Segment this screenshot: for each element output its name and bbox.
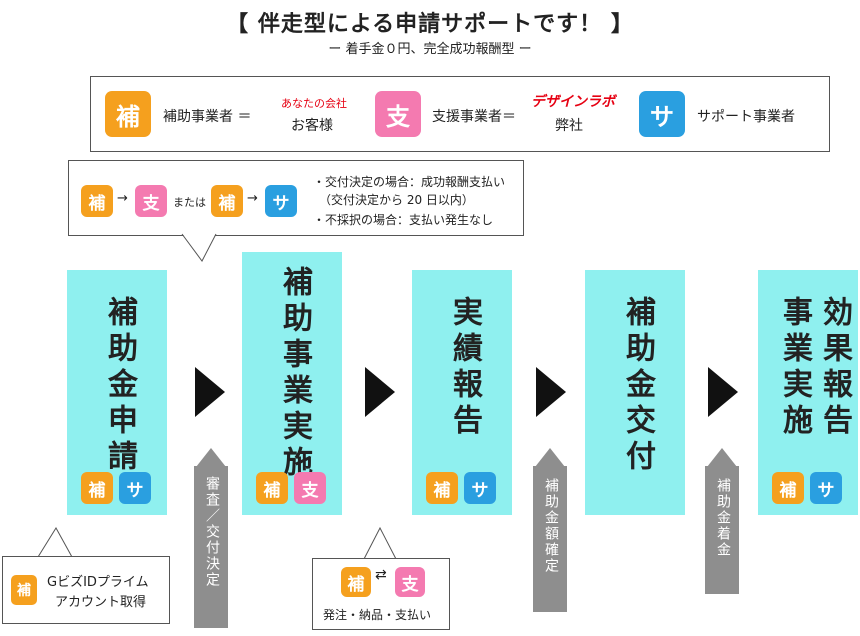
hojo-badge: 補: [426, 472, 458, 504]
company-label: 弊社: [555, 118, 583, 134]
callout-pointer: [181, 233, 217, 262]
step-label: 実績報告: [447, 296, 482, 440]
step-label: 補助金交付: [620, 296, 655, 476]
hojo-badge: 補: [81, 472, 113, 504]
gray-pointer: [707, 448, 737, 467]
payment-line-2: （交付決定から 20 日以内）: [319, 193, 474, 207]
legend-box: 補 補助事業者 ＝ あなたの会社 お客様 支 支援事業者＝ デザインラボ 弊社 …: [90, 76, 830, 152]
review-decision-label: 審査／交付決定: [194, 466, 228, 628]
step-subsidy-application: 補助金申請 補 サ: [67, 270, 167, 515]
payment-line-3: ・不採択の場合：支払い発生なし: [313, 213, 494, 227]
support-badge: サ: [639, 91, 685, 137]
shien-badge: 支: [294, 472, 326, 504]
gbiz-line-2: アカウント取得: [55, 595, 147, 610]
gray-pointer: [196, 448, 226, 467]
arrow-right-icon: →: [117, 191, 128, 206]
shien-label: 支援事業者＝: [432, 109, 516, 125]
hojo-badge: 補: [341, 567, 371, 597]
step-label: 補助金申請: [102, 296, 137, 476]
hojo-badge: 補: [105, 91, 151, 137]
step-label: 補助事業実施: [277, 266, 312, 482]
company-logo: デザインラボ: [531, 94, 615, 110]
gbiz-line-1: GビズIDプライム: [47, 575, 149, 590]
support-badge: サ: [119, 472, 151, 504]
gbiz-callout: 補 GビズIDプライム アカウント取得: [2, 556, 170, 624]
arrow-right-icon: →: [247, 191, 258, 206]
payment-line-1: ・交付決定の場合：成功報酬支払い: [313, 175, 506, 189]
page-title: 【 伴走型による申請サポートです！ 】: [226, 12, 634, 37]
callout-pointer: [363, 526, 397, 560]
step-performance-report: 実績報告 補 サ: [412, 270, 512, 515]
funds-received-label: 補助金着金: [705, 466, 739, 594]
step-label-col1: 効果報告: [817, 296, 852, 440]
flow-arrow-icon: [365, 367, 395, 417]
exchange-arrows-icon: ⇄: [375, 567, 387, 583]
hojo-badge: 補: [256, 472, 288, 504]
or-text: または: [173, 196, 206, 209]
shien-badge: 支: [375, 91, 421, 137]
hojo-badge: 補: [211, 185, 243, 217]
flow-arrow-icon: [536, 367, 566, 417]
order-text: 発注・納品・支払い: [323, 608, 432, 622]
callout-pointer: [37, 527, 73, 558]
support-badge: サ: [464, 472, 496, 504]
client-label: お客様: [291, 118, 333, 134]
gray-pointer: [535, 448, 565, 467]
step-effect-report: 効果報告 事業実施 補 サ: [758, 270, 858, 515]
flow-arrow-icon: [195, 367, 225, 417]
page-subtitle: ー 着手金０円、完全成功報酬型 ー: [328, 42, 532, 57]
step-label-col2: 事業実施: [777, 296, 812, 440]
order-callout: 補 ⇄ 支 発注・納品・支払い: [312, 558, 450, 630]
support-label: サポート事業者: [697, 109, 795, 125]
shien-badge: 支: [395, 567, 425, 597]
hojo-badge: 補: [81, 185, 113, 217]
support-badge: サ: [265, 185, 297, 217]
payment-callout: 補 → 支 または 補 → サ ・交付決定の場合：成功報酬支払い （交付決定から…: [68, 160, 524, 236]
hojo-badge: 補: [11, 575, 37, 605]
amount-confirmed-label: 補助金額確定: [533, 466, 567, 612]
shien-badge: 支: [135, 185, 167, 217]
client-red-text: あなたの会社: [281, 97, 347, 110]
flow-arrow-icon: [708, 367, 738, 417]
step-project-implementation: 補助事業実施 補 支: [242, 252, 342, 515]
hojo-badge: 補: [772, 472, 804, 504]
hojo-label: 補助事業者 ＝: [163, 109, 252, 125]
support-badge: サ: [810, 472, 842, 504]
step-subsidy-grant: 補助金交付: [585, 270, 685, 515]
